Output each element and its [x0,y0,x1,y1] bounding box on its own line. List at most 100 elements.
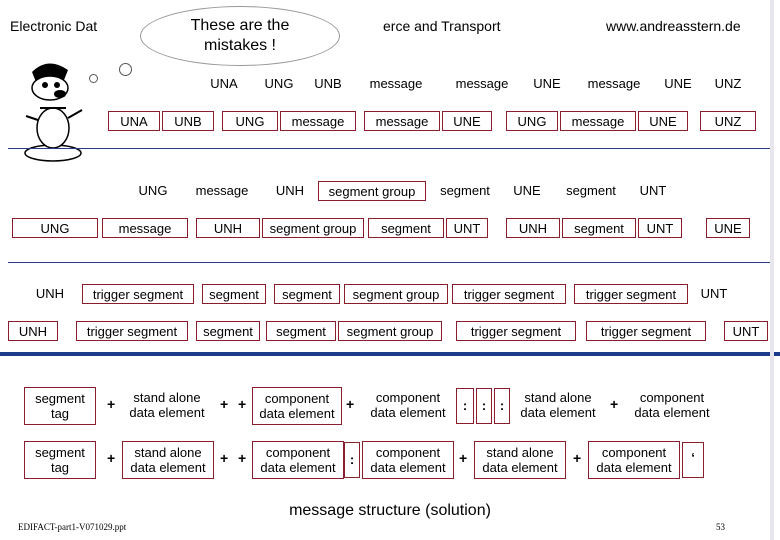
segment-tag-box: segment tag [24,387,96,425]
element-line-2: data element [370,405,446,420]
element-line-1: stand alone [524,390,592,405]
unit-ung: UNG [506,111,558,131]
element-line-2: data element [130,460,206,475]
footer-filename: EDIFACT-part1-V071029.ppt [18,522,127,532]
element-line-2: data element [520,405,596,420]
unit-unb: UNB [162,111,214,131]
bubble-line-2: mistakes ! [203,37,276,54]
unit-trigger-segment: trigger segment [76,321,188,341]
segment-tag-line-1: segment [35,391,85,406]
unit-une: UNE [513,183,541,198]
unit-message: message [587,76,641,91]
unit-une: UNE [706,218,750,238]
component-element: component data element [588,441,680,479]
element-line-1: stand alone [133,390,201,405]
segment-tag-line-2: tag [50,460,70,475]
divider-line [8,262,772,263]
unit-message: message [195,183,249,198]
section-separator [0,352,780,356]
unit-segment: segment [266,321,336,341]
plus-symbol: + [238,396,247,412]
unit-message: message [560,111,636,131]
mascot-icon [24,63,83,162]
unit-segment: segment [274,284,340,304]
unit-une: UNE [638,111,688,131]
element-line-2: data element [259,406,335,421]
unit-segment: segment [368,218,444,238]
segment-tag-line-2: tag [50,406,70,421]
unit-segment: segment [202,284,266,304]
unit-segment: segment [196,321,260,341]
stand-alone-element: stand alone data element [512,390,604,420]
divider-line [8,148,772,149]
unit-una: UNA [210,76,238,91]
unit-segment: segment [566,183,616,198]
slide-caption: message structure (solution) [289,502,491,519]
plus-symbol: + [573,450,582,466]
header-left-title: Electronic Dat [10,18,98,34]
segment-tag-box: segment tag [24,441,96,479]
element-line-2: data element [129,405,205,420]
stand-alone-element: stand alone data element [122,390,212,420]
element-line-2: data element [370,460,446,475]
plus-symbol: + [220,396,229,412]
element-line-1: stand alone [486,445,554,460]
element-line-2: data element [260,460,336,475]
element-line-2: data element [634,405,710,420]
plus-symbol: + [346,396,355,412]
unit-une: UNE [533,76,561,91]
bubble-line-1: These are the [190,17,290,34]
unit-message: message [280,111,356,131]
unit-segment: segment [562,218,636,238]
unit-trigger-segment: trigger segment [574,284,688,304]
unit-unh: UNH [196,218,260,238]
plus-symbol: + [107,396,116,412]
unit-unh: UNH [506,218,560,238]
unit-une: UNE [664,76,692,91]
unit-message: message [364,111,440,131]
segment-terminator-symbol: ‘ [682,442,704,478]
element-line-1: stand alone [134,445,202,460]
thought-dot-icon [89,74,98,83]
unit-unh: UNH [275,183,305,198]
element-line-2: data element [482,460,558,475]
element-line-1: component [639,390,705,405]
element-line-2: data element [596,460,672,475]
unit-segment-group: segment group [344,284,448,304]
unit-segment: segment [440,183,490,198]
speech-bubble: These are the mistakes ! [140,6,340,66]
element-line-1: component [375,390,441,405]
element-line-1: component [601,445,667,460]
stand-alone-element: stand alone data element [474,441,566,479]
plus-symbol: + [220,450,229,466]
unit-ung: UNG [222,111,278,131]
unit-segment-group: segment group [318,181,426,201]
unit-segment-group: segment group [262,218,364,238]
plus-symbol: + [610,396,619,412]
unit-unt: UNT [638,218,682,238]
unit-message: message [102,218,188,238]
header-url: www.andreasstern.de [606,18,741,34]
colon-symbol: : [456,388,474,424]
page-number: 53 [716,522,725,532]
header-middle-title: erce and Transport [383,18,501,34]
unit-trigger-segment: trigger segment [586,321,706,341]
unit-trigger-segment: trigger segment [456,321,576,341]
component-element: component data element [252,441,344,479]
component-element: component data element [626,390,718,420]
unit-unz: UNZ [714,76,742,91]
plus-symbol: + [238,450,247,466]
unit-unt: UNT [446,218,488,238]
unit-message: message [369,76,423,91]
colon-symbol: : [476,388,492,424]
unit-unt: UNT [700,286,728,301]
scrollbar[interactable] [770,0,774,540]
unit-unz: UNZ [700,111,756,131]
unit-segment-group: segment group [338,321,442,341]
unit-unt: UNT [724,321,768,341]
colon-symbol: : [494,388,510,424]
unit-unh: UNH [35,286,65,301]
plus-symbol: + [107,450,116,466]
unit-message: message [455,76,509,91]
unit-unt: UNT [639,183,667,198]
